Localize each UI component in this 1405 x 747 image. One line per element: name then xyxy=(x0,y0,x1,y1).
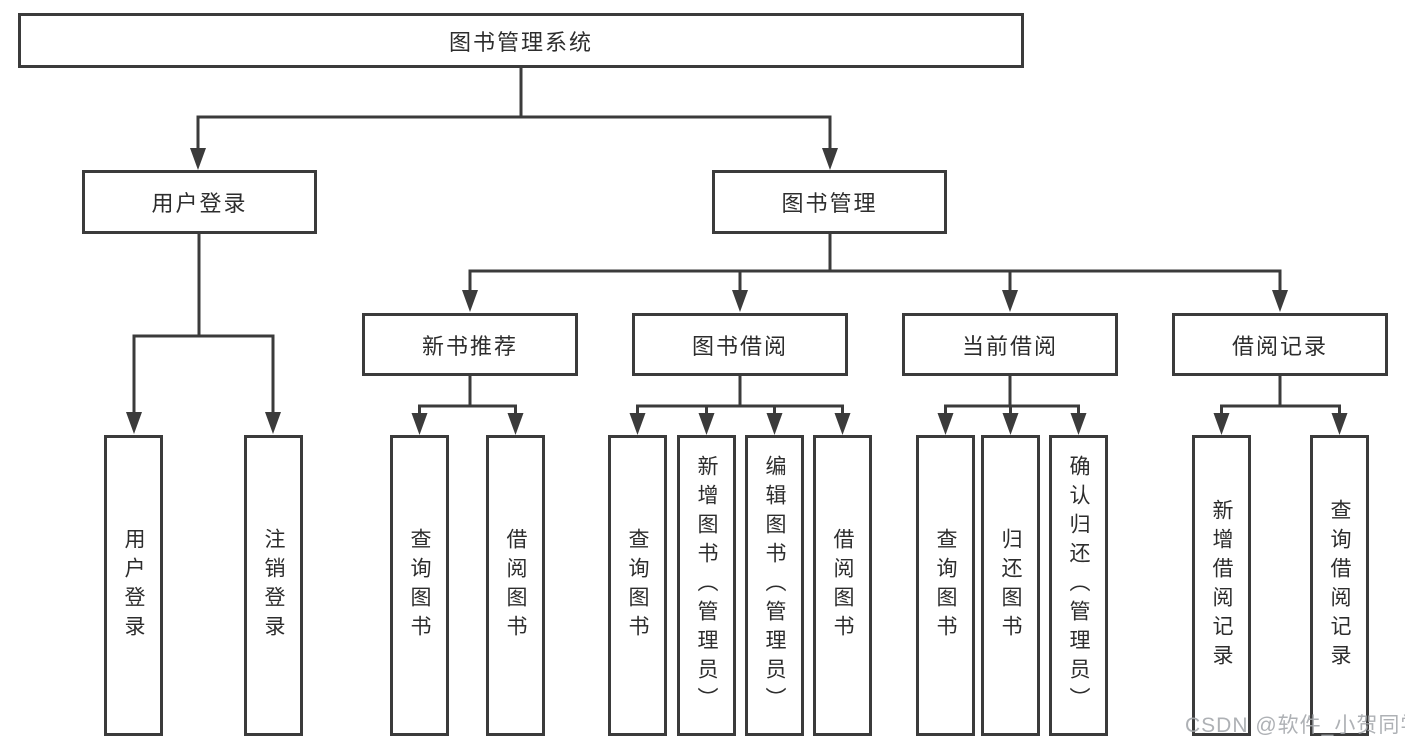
leaf-borrow-books-recommend: 借阅图书 xyxy=(486,435,545,736)
leaf-edit-books-admin: 编辑图书（管理员） xyxy=(745,435,804,736)
csdn-watermark: CSDN @软件_小贺同学 xyxy=(1185,714,1405,737)
node-book-management: 图书管理 xyxy=(712,170,947,234)
leaf-query-books-recommend: 查询图书 xyxy=(390,435,449,736)
arrowheads xyxy=(126,148,1348,435)
leaf-return-books: 归还图书 xyxy=(981,435,1040,736)
leaf-query-books-borrowing: 查询图书 xyxy=(608,435,667,736)
node-library-management-system: 图书管理系统 xyxy=(18,13,1024,68)
leaf-query-books-current: 查询图书 xyxy=(916,435,975,736)
node-current-borrowing: 当前借阅 xyxy=(902,313,1118,376)
node-borrow-records: 借阅记录 xyxy=(1172,313,1388,376)
leaf-add-books-admin: 新增图书（管理员） xyxy=(677,435,736,736)
leaf-confirm-return-admin: 确认归还（管理员） xyxy=(1049,435,1108,736)
leaf-query-borrow-record: 查询借阅记录 xyxy=(1310,435,1369,736)
node-user-login-group: 用户登录 xyxy=(82,170,317,234)
leaf-borrow-books: 借阅图书 xyxy=(813,435,872,736)
node-new-book-recommend: 新书推荐 xyxy=(362,313,578,376)
node-book-borrowing: 图书借阅 xyxy=(632,313,848,376)
leaf-logout: 注销登录 xyxy=(244,435,303,736)
leaf-add-borrow-record: 新增借阅记录 xyxy=(1192,435,1251,736)
leaf-user-login: 用户登录 xyxy=(104,435,163,736)
